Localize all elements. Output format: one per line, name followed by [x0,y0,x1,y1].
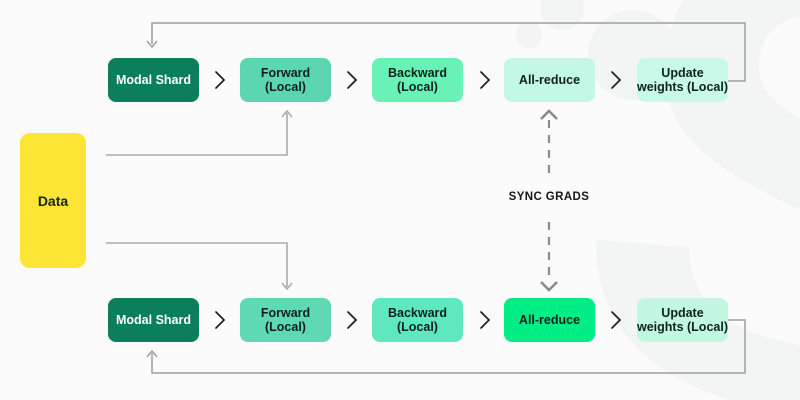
flow-chevron-icon [611,71,622,89]
flow-chevron-icon [215,311,226,329]
bottom-loop-line [146,319,746,374]
data-to-bottom-forward-line [106,242,293,291]
top-loop-line [146,22,746,82]
arrowhead-up-icon [540,109,558,120]
arrowhead-down-icon [281,282,293,291]
node-update-weights-top: Update weights (Local) [637,58,728,102]
sync-grads-dashed-line-down [540,222,558,292]
flow-chevron-icon [480,311,491,329]
node-update-weights-bottom: Update weights (Local) [637,298,728,342]
flow-chevrons-bottom [215,311,622,329]
flow-chevron-icon [480,71,491,89]
flow-chevrons-top [215,71,622,89]
sync-grads-dashed-line-up [540,109,558,178]
node-all-reduce-bottom: All-reduce [504,298,595,342]
arrowhead-up-icon [281,109,293,118]
node-modal-shard-top: Modal Shard [108,58,199,102]
arrowhead-down-icon [146,40,158,49]
node-all-reduce-top: All-reduce [504,58,595,102]
flow-chevron-icon [611,311,622,329]
data-to-top-forward-line [106,109,293,156]
watermark-dot [516,22,542,48]
data-box: Data [20,133,86,268]
sync-grads-label: SYNC GRADS [508,191,590,203]
node-forward-bottom: Forward (Local) [240,298,331,342]
arrowhead-down-icon [540,281,558,292]
flow-chevron-icon [347,71,358,89]
arrowhead-up-icon [146,349,158,358]
node-backward-top: Backward (Local) [372,58,463,102]
node-backward-bottom: Backward (Local) [372,298,463,342]
flow-chevron-icon [215,71,226,89]
node-forward-top: Forward (Local) [240,58,331,102]
flow-chevron-icon [347,311,358,329]
node-modal-shard-bottom: Modal Shard [108,298,199,342]
